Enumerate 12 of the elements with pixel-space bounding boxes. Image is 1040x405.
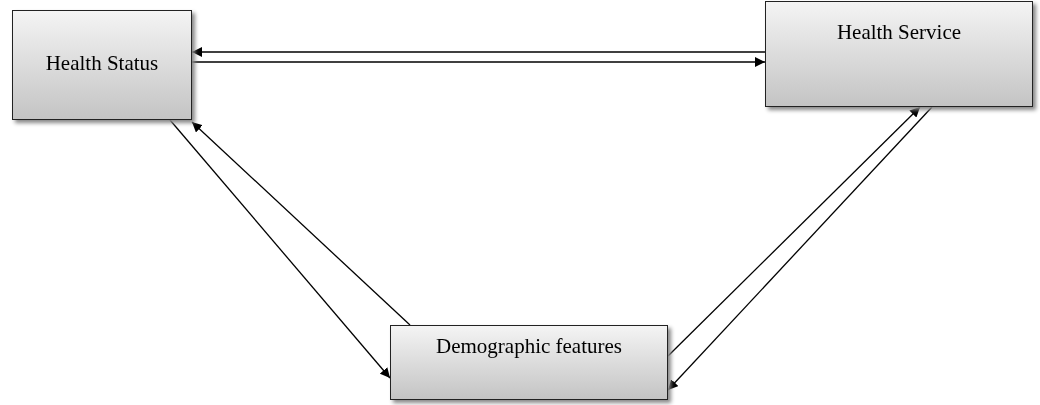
box-label: Health Status bbox=[45, 50, 159, 77]
arrow bbox=[191, 121, 411, 326]
box-label: Demographic features bbox=[436, 333, 622, 360]
process-box bbox=[390, 325, 668, 400]
arrow bbox=[667, 106, 921, 357]
arrow bbox=[191, 57, 766, 67]
box-label: Health Service bbox=[836, 19, 962, 46]
arrow bbox=[191, 47, 766, 57]
arrow bbox=[169, 119, 391, 379]
arrow bbox=[667, 106, 933, 391]
process-box bbox=[765, 1, 1033, 107]
process-box bbox=[12, 10, 192, 120]
